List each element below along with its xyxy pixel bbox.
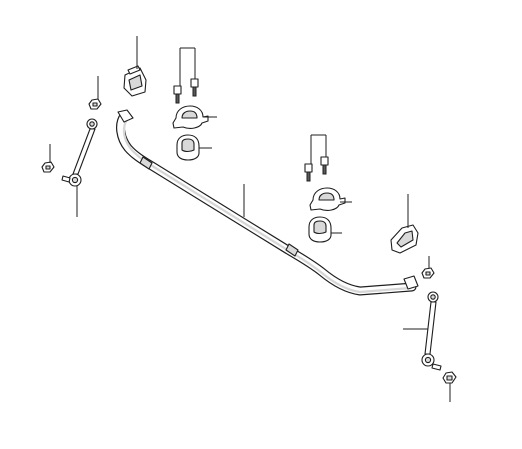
right-bushing (308, 216, 332, 243)
right-bushing-clamp (309, 187, 346, 211)
leader-lines (49, 36, 451, 402)
right-link-upper-nut (421, 267, 435, 279)
left-bracket (123, 65, 147, 97)
leader-right-bolts (310, 134, 327, 164)
left-link-lower-nut (41, 161, 55, 173)
left-drop-link (61, 118, 98, 187)
right-bracket (390, 224, 419, 254)
left-bushing (176, 134, 200, 161)
leader-left-bolts (179, 47, 196, 86)
left-clamp-bolts (173, 78, 199, 104)
left-bushing-clamp (172, 105, 209, 129)
right-drop-link (421, 291, 442, 371)
right-clamp-bolts (304, 156, 329, 182)
stabilizer-bar (116, 109, 419, 296)
left-link-upper-nut (88, 98, 102, 110)
right-link-lower-nut (442, 371, 457, 384)
